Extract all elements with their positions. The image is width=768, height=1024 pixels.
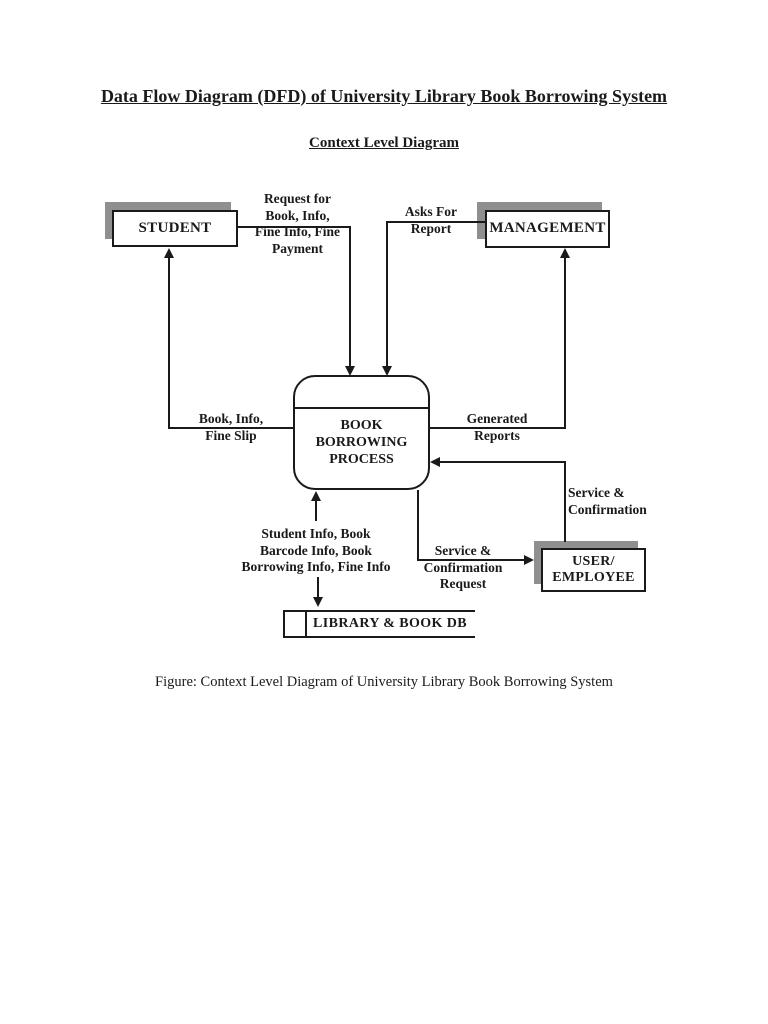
process-label-line1: BOOK	[340, 418, 383, 433]
diagram-subtitle-text: Context Level Diagram	[309, 135, 459, 151]
flow-label-fine-slip: Book, Info, Fine Slip	[175, 411, 287, 444]
flow-label-generated-reports-line1: Generated	[466, 411, 528, 426]
datastore-cell-divider	[305, 612, 307, 636]
flow-service-confirmation-arrowhead	[430, 457, 440, 467]
flow-service-request-hline	[417, 559, 525, 561]
flow-label-fine-slip-line1: Book, Info,	[198, 411, 264, 426]
process-label-line3: PROCESS	[329, 452, 394, 467]
flow-label-service-request-line1: Service &	[434, 543, 492, 558]
flow-asks-report-vline	[386, 221, 388, 372]
flow-label-student-info: Student Info, Book Barcode Info, Book Bo…	[216, 526, 416, 576]
flow-generated-reports-hline	[430, 427, 566, 429]
flow-asks-report-arrowhead	[382, 366, 392, 376]
flow-label-generated-reports-line2: Reports	[474, 427, 520, 443]
flow-fine-slip-arrowhead	[164, 248, 174, 258]
flow-request-arrowhead	[345, 366, 355, 376]
flow-label-student-info-line3: Borrowing Info, Fine Info	[241, 559, 391, 574]
flow-fine-slip-hline	[170, 427, 293, 429]
flow-label-request-line2: Book, Info,	[265, 207, 330, 223]
figure-caption: Figure: Context Level Diagram of Univers…	[155, 674, 613, 690]
user-employee-line1: USER/	[572, 553, 615, 569]
flow-label-service-confirmation: Service & Confirmation	[568, 485, 678, 518]
entity-management-label: MANAGEMENT	[489, 220, 606, 237]
flow-service-confirmation-vline	[564, 461, 566, 542]
flow-asks-report-hline	[386, 221, 485, 223]
entity-user-employee: USER/ EMPLOYEE	[541, 548, 646, 592]
flow-label-request: Request for Book, Info, Fine Info, Fine …	[240, 191, 355, 257]
flow-fine-slip-vline	[168, 255, 170, 429]
flow-label-request-line4: Payment	[272, 240, 323, 256]
flow-label-asks-report-line2: Report	[410, 220, 452, 236]
process-header-divider	[295, 407, 428, 409]
flow-service-confirmation-hline	[438, 461, 566, 463]
flow-request-hline	[238, 226, 351, 228]
flow-label-service-confirmation-line2: Confirmation	[568, 501, 647, 517]
flow-student-info-arrowhead	[311, 491, 321, 501]
flow-label-asks-report: Asks For Report	[392, 204, 470, 237]
flow-to-db-vline	[317, 577, 319, 599]
flow-label-service-confirmation-line1: Service &	[568, 485, 625, 500]
entity-management: MANAGEMENT	[485, 210, 610, 248]
flow-student-info-vline	[315, 498, 317, 521]
flow-service-request-arrowhead	[524, 555, 534, 565]
entity-student-label: STUDENT	[138, 219, 212, 236]
page-title-text: Data Flow Diagram (DFD) of University Li…	[100, 86, 668, 106]
flow-label-student-info-line1: Student Info, Book	[261, 526, 371, 541]
flow-label-generated-reports: Generated Reports	[445, 411, 549, 444]
flow-generated-reports-vline	[564, 255, 566, 429]
user-employee-line2: EMPLOYEE	[552, 570, 635, 585]
flow-to-db-arrowhead	[313, 597, 323, 607]
flow-label-student-info-line2: Barcode Info, Book	[260, 542, 372, 558]
flow-label-asks-report-line1: Asks For	[404, 204, 458, 219]
flow-label-service-request-line3: Request	[439, 576, 487, 591]
process-label: BOOK BORROWING PROCESS	[295, 417, 428, 468]
page-title: Data Flow Diagram (DFD) of University Li…	[0, 86, 768, 107]
flow-service-request-vline	[417, 490, 419, 561]
datastore-library-book-db: LIBRARY & BOOK DB	[283, 610, 475, 638]
entity-user-employee-label: USER/ EMPLOYEE	[552, 554, 635, 586]
datastore-label: LIBRARY & BOOK DB	[313, 616, 467, 631]
flow-label-request-line3: Fine Info, Fine	[254, 224, 341, 239]
flow-label-fine-slip-line2: Fine Slip	[205, 427, 257, 443]
flow-request-vline	[349, 226, 351, 372]
process-label-line2: BORROWING	[315, 435, 408, 450]
flow-generated-reports-arrowhead	[560, 248, 570, 258]
process-book-borrowing: BOOK BORROWING PROCESS	[293, 375, 430, 490]
flow-label-service-request: Service & Confirmation Request	[408, 543, 518, 593]
flow-label-service-request-line2: Confirmation	[423, 559, 503, 575]
diagram-subtitle: Context Level Diagram	[0, 135, 768, 152]
flow-label-request-line1: Request for	[263, 191, 332, 206]
entity-student: STUDENT	[112, 210, 238, 247]
